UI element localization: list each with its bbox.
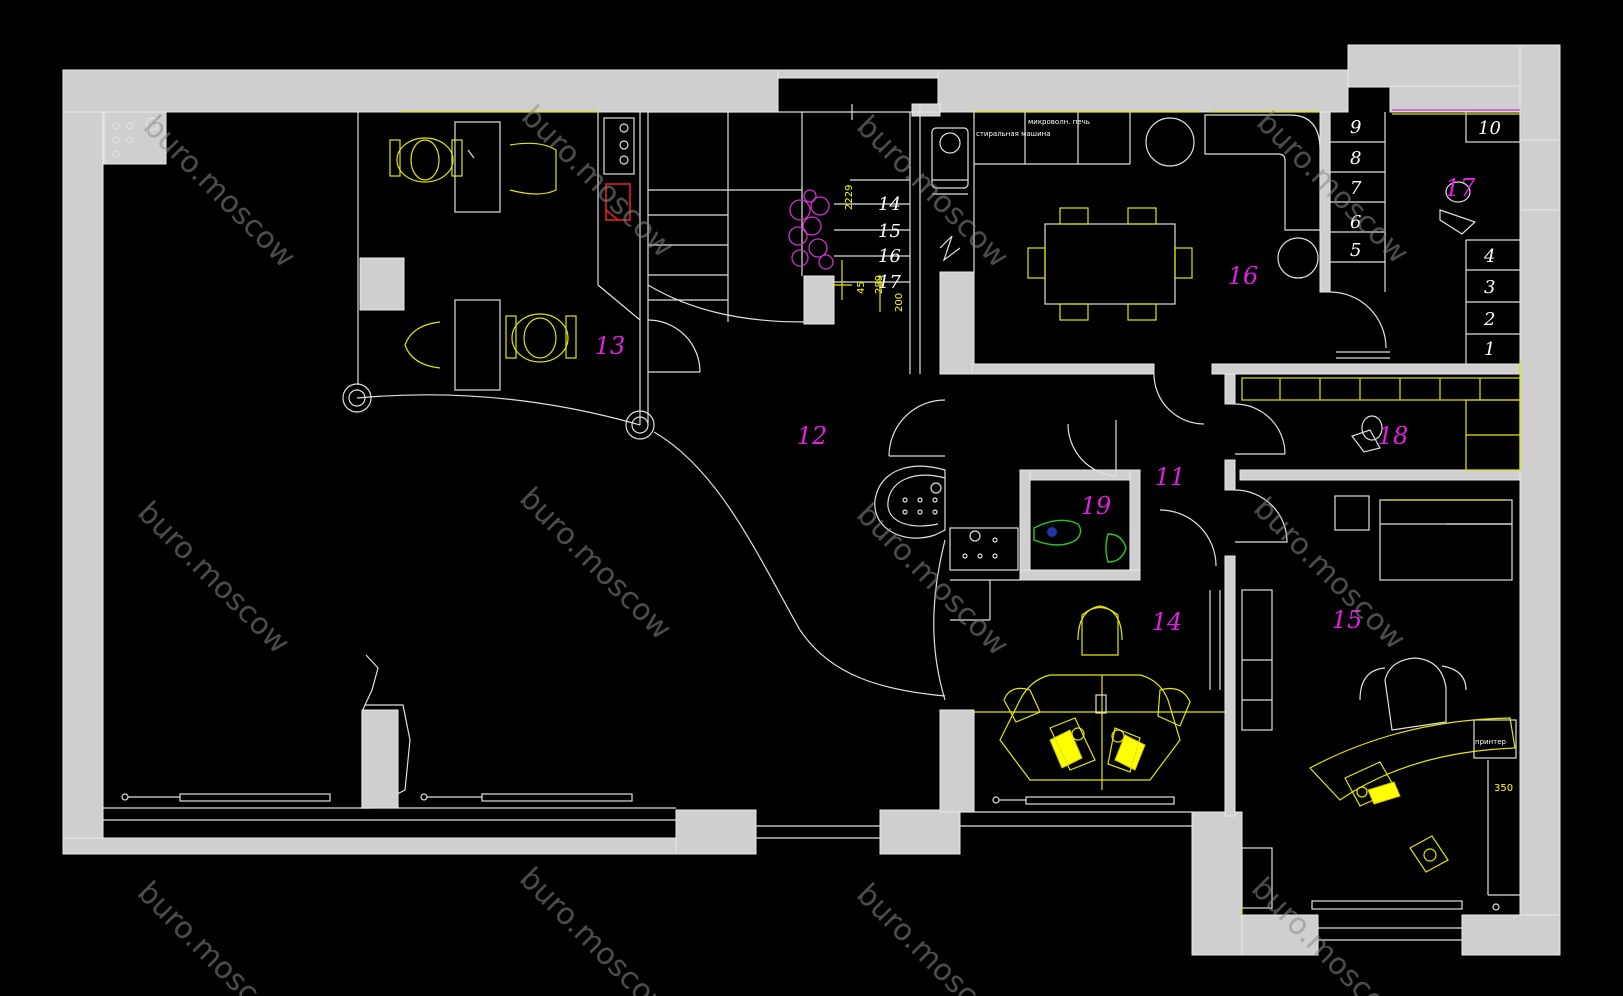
locker-label: 7 xyxy=(1350,178,1362,199)
dimensions: 2229 45 289 200 350 xyxy=(844,185,1513,794)
room-11: 11 xyxy=(1155,463,1186,491)
locker-label: 3 xyxy=(1484,277,1495,298)
dimension-label: 350 xyxy=(1494,783,1513,794)
furniture-labels: стиральная машина микроволн. печь принте… xyxy=(976,118,1507,746)
step-label: 15 xyxy=(878,221,901,242)
step-label: 17 xyxy=(878,272,901,293)
room-15: 15 xyxy=(1332,606,1363,634)
locker-label: 1 xyxy=(1484,339,1495,360)
locker-label: 2 xyxy=(1483,309,1495,330)
locker-label: 4 xyxy=(1483,246,1495,267)
printer-label: принтер xyxy=(1475,738,1507,746)
room-numbers: 11 12 13 14 15 16 17 18 19 xyxy=(595,174,1476,636)
room-17: 17 xyxy=(1445,174,1476,202)
locker-label: 9 xyxy=(1350,117,1361,138)
room-13: 13 xyxy=(595,332,626,360)
kitchen-label: стиральная машина xyxy=(976,130,1051,138)
dimension-label: 289 xyxy=(874,275,885,294)
room-14: 14 xyxy=(1152,608,1183,636)
locker-label: 6 xyxy=(1350,212,1361,233)
room-16: 16 xyxy=(1228,262,1259,290)
locker-label: 5 xyxy=(1350,240,1361,261)
room-12: 12 xyxy=(797,422,828,450)
dimension-label: 45 xyxy=(856,281,867,294)
locker-label: 10 xyxy=(1478,118,1501,139)
locker-numbers: 9 8 7 6 5 10 4 3 2 1 xyxy=(1350,117,1501,360)
kitchen-label: микроволн. печь xyxy=(1028,118,1090,126)
dimension-label: 2229 xyxy=(844,185,855,210)
stair-step-numbers: 14 15 16 17 xyxy=(878,194,901,293)
room-19: 19 xyxy=(1081,492,1112,520)
step-label: 16 xyxy=(878,246,901,267)
structure-lines xyxy=(103,104,1521,941)
locker-label: 8 xyxy=(1350,148,1361,169)
dimension-label: 200 xyxy=(894,293,905,312)
step-label: 14 xyxy=(878,194,901,215)
room-18: 18 xyxy=(1378,422,1409,450)
